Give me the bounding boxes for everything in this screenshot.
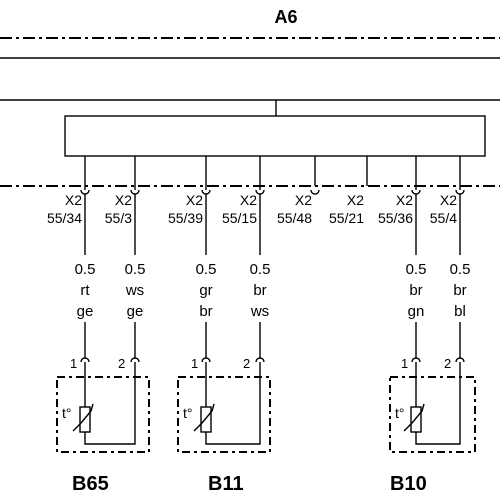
- connector-pin-label-0: 55/34: [47, 210, 82, 226]
- wire-color2-label-3: ws: [250, 303, 269, 320]
- connector-socket-3: [255, 189, 265, 195]
- connector-socket-7: [455, 189, 465, 195]
- connector-socket-2: [201, 189, 211, 195]
- connector-pin-label-2: 55/39: [168, 210, 203, 226]
- module-internal-box: [64, 115, 486, 157]
- sensor-b10: 1 2 t° B10: [389, 356, 476, 495]
- wire-color1-label-3: br: [253, 282, 266, 299]
- connector-socket-6: [411, 189, 421, 195]
- pin-plug-6: [411, 357, 421, 363]
- wire-group: X2 55/34 0.5 rt ge X2 55/3 0.5 ws ge X2 55/39 0.5 gr b…: [47, 156, 470, 372]
- sensor-b10-pin2-label: 2: [444, 356, 451, 371]
- sensor-b11-thermistor-slash: [193, 403, 215, 432]
- connector-label-1: X2: [115, 192, 132, 208]
- sensor-b65-pin2-label: 2: [118, 356, 125, 371]
- connector-label-4: X2: [295, 192, 312, 208]
- sensor-b65-label: B65: [72, 473, 109, 495]
- sensor-b11: 1 2 t° B11: [177, 356, 271, 495]
- pin-plug-1: [130, 357, 140, 363]
- connector-pin-label-3: 55/15: [222, 210, 257, 226]
- sensor-b10-thermistor-slash: [403, 403, 425, 432]
- wire-color2-label-1: ge: [127, 303, 144, 320]
- sensor-b11-pin2-label: 2: [243, 356, 250, 371]
- wire-size-label-3: 0.5: [250, 261, 271, 278]
- sensor-b10-thermistor: [410, 406, 422, 433]
- connector-pin-label-4: 55/48: [277, 210, 312, 226]
- wire-color1-label-2: gr: [199, 282, 212, 299]
- connector-label-6: X2: [396, 192, 413, 208]
- wire-color2-label-2: br: [199, 303, 212, 320]
- connector-label-2: X2: [186, 192, 203, 208]
- connector-pin-label-1: 55/3: [105, 210, 132, 226]
- wire-size-label-7: 0.5: [450, 261, 471, 278]
- sensor-b65-pin1-label: 1: [70, 356, 77, 371]
- pin-plug-3: [255, 357, 265, 363]
- connector-socket-4: [310, 189, 320, 195]
- connector-label-3: X2: [240, 192, 257, 208]
- sensor-b65-wire-pin2: [84, 372, 136, 445]
- connector-label-0: X2: [65, 192, 82, 208]
- wire-color2-label-6: gn: [408, 303, 425, 320]
- wire-color1-label-1: ws: [125, 282, 144, 299]
- wire-color1-label-7: br: [453, 282, 466, 299]
- wire-size-label-0: 0.5: [75, 261, 96, 278]
- wire-color2-label-7: bl: [454, 303, 466, 320]
- sensor-b10-temp-label: t°: [395, 405, 405, 421]
- sensor-b10-housing: [389, 376, 476, 453]
- connector-socket-1: [130, 189, 140, 195]
- sensor-b11-wire-pin2: [205, 372, 261, 445]
- wire-color2-label-0: ge: [77, 303, 94, 320]
- sensor-b11-pin1-label: 1: [191, 356, 198, 371]
- sensor-b65-thermistor: [79, 406, 91, 433]
- sensor-b65-housing: [56, 376, 150, 453]
- sensor-b11-thermistor: [200, 406, 212, 433]
- wire-size-label-6: 0.5: [406, 261, 427, 278]
- wire-color1-label-6: br: [409, 282, 422, 299]
- sensor-b10-label: B10: [390, 473, 427, 495]
- connector-label-7: X2: [440, 192, 457, 208]
- wire-color1-label-0: rt: [80, 282, 90, 299]
- sensor-b10-pin1-label: 1: [401, 356, 408, 371]
- sensor-b65-thermistor-slash: [72, 403, 94, 432]
- sensor-b11-housing: [177, 376, 271, 453]
- wire-size-label-2: 0.5: [196, 261, 217, 278]
- connector-pin-label-7: 55/4: [430, 210, 457, 226]
- sensor-b65-temp-label: t°: [62, 405, 72, 421]
- sensor-b11-label: B11: [208, 473, 244, 495]
- pin-plug-7: [455, 357, 465, 363]
- sensor-b10-wire-pin2: [415, 372, 461, 445]
- wire-size-label-1: 0.5: [125, 261, 146, 278]
- module-label: A6: [274, 7, 297, 27]
- connector-pin-label-5: 55/21: [329, 210, 364, 226]
- pin-plug-2: [201, 357, 211, 363]
- sensor-b65: 1 2 t° B65: [56, 356, 150, 495]
- connector-socket-0: [80, 189, 90, 195]
- pin-plug-0: [80, 357, 90, 363]
- connector-pin-label-6: 55/36: [378, 210, 413, 226]
- sensor-b11-temp-label: t°: [183, 405, 193, 421]
- connector-label-5: X2: [347, 192, 364, 208]
